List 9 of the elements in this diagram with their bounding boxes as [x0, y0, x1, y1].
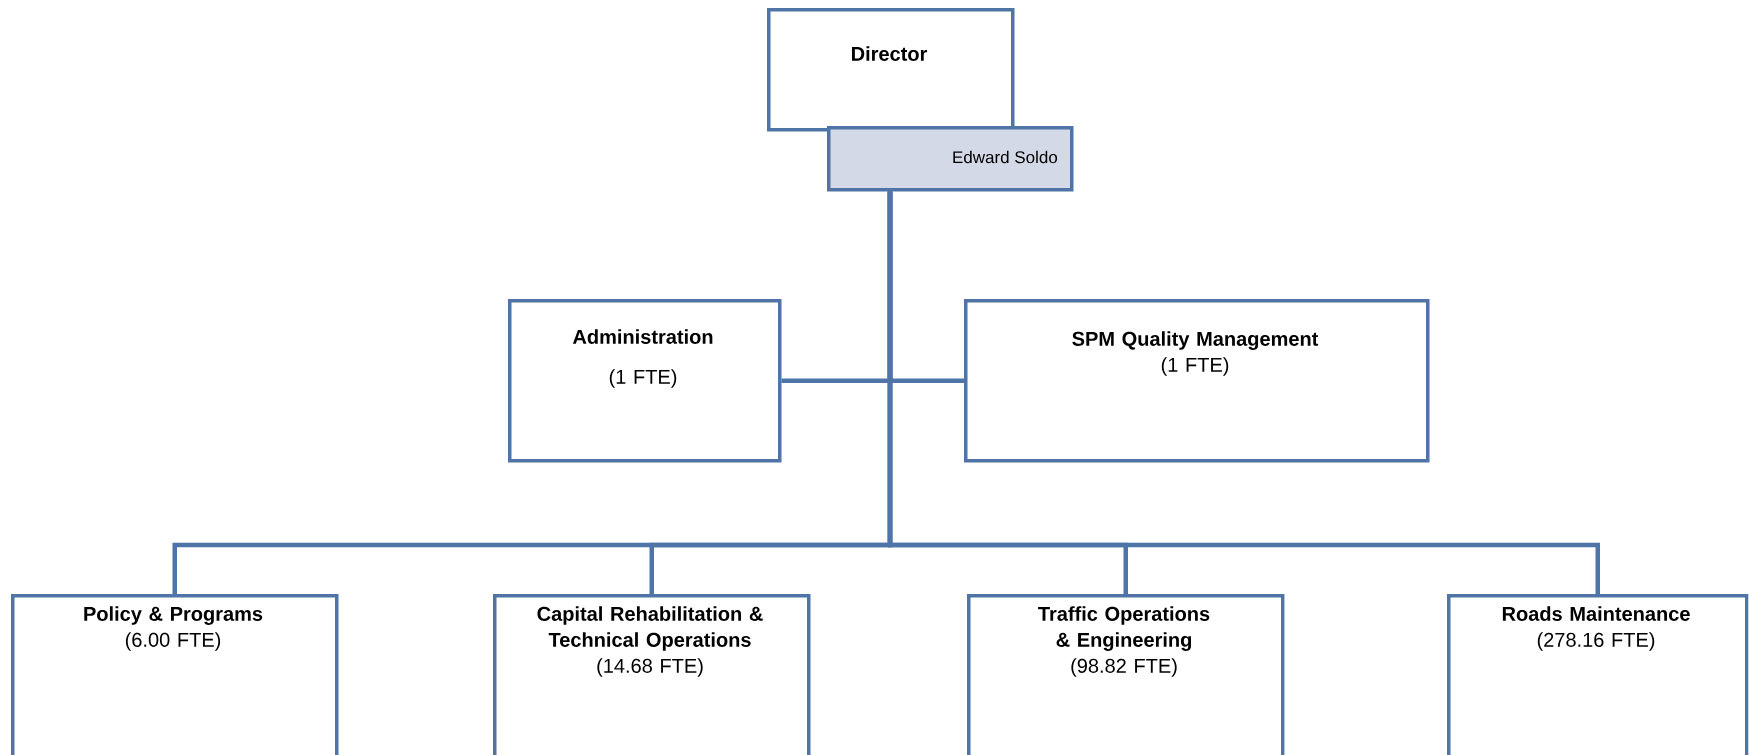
org-box: SPM Quality Management (1 FTE) — [964, 299, 1430, 463]
name-box: Edward Soldo — [827, 126, 1074, 192]
connector-line — [887, 191, 1600, 594]
org-box: Administration (1 FTE) — [508, 299, 782, 463]
org-box: Traffic Operations & Engineering (98.82 FTE) — [967, 594, 1285, 755]
org-box: Policy & Programs (6.00 FTE) — [11, 594, 339, 755]
org-box: Capital Rehabilitation & Technical Operations (14.68 FTE) — [493, 594, 811, 755]
org-box: Roads Maintenance (278.16 FTE) — [1447, 594, 1749, 755]
org-box: Director — [767, 8, 1015, 132]
